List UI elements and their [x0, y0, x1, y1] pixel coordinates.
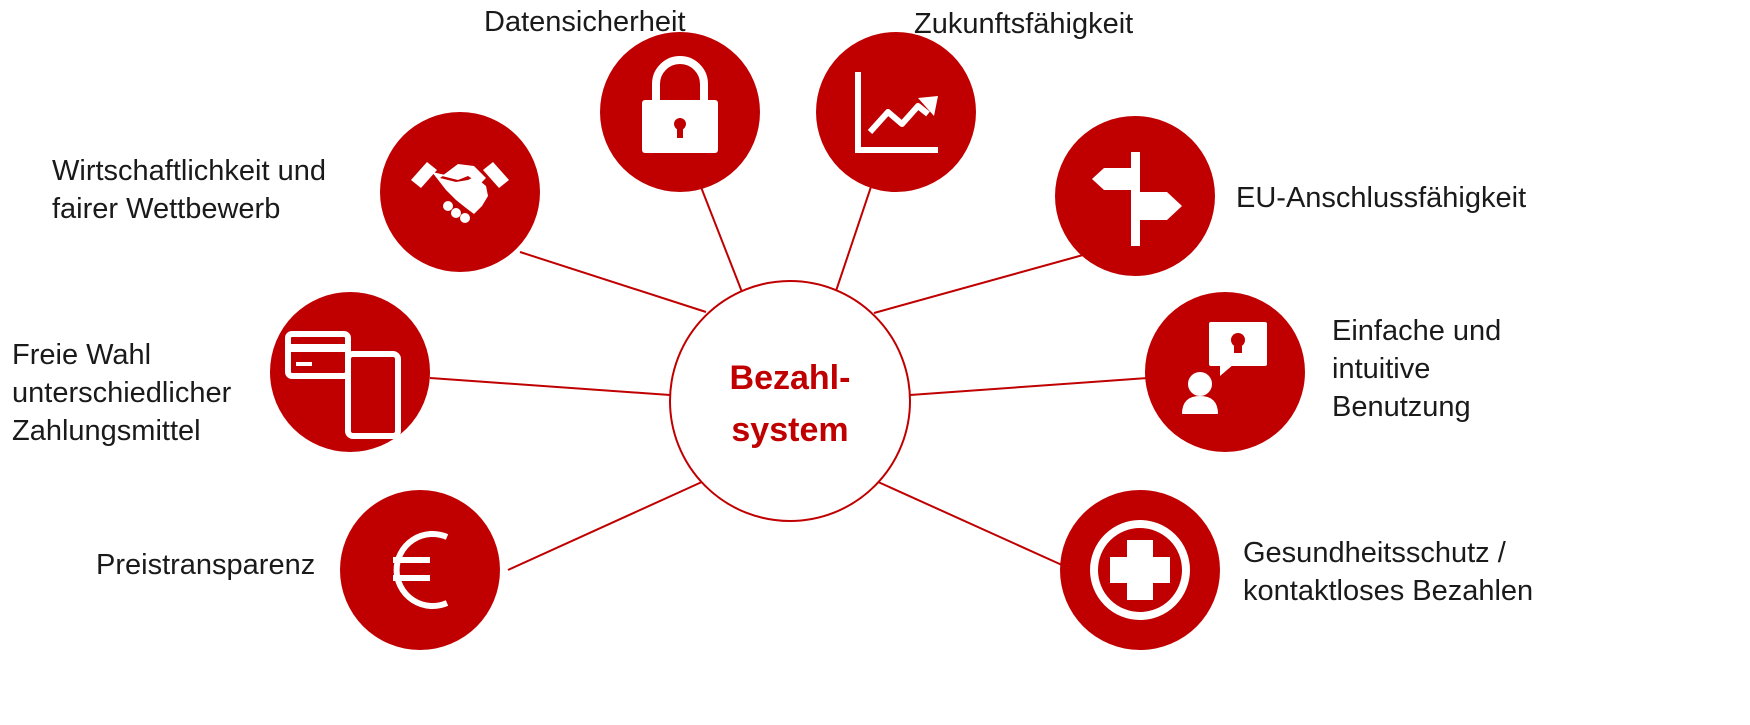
node-wahl	[270, 292, 430, 452]
medical-cross-icon	[1090, 520, 1190, 620]
node-zukunft	[816, 32, 976, 192]
label-wirtschaft: Wirtschaftlichkeit und fairer Wettbewerb	[52, 152, 326, 228]
label-line: Zahlungsmittel	[12, 415, 201, 447]
node-wirtschaft	[380, 112, 540, 272]
connector-einfach	[909, 377, 1149, 396]
presenter-idea-icon	[1182, 322, 1267, 414]
label-line: kontaktloses Bezahlen	[1243, 575, 1534, 607]
label-line: intuitive	[1332, 353, 1431, 385]
connector-eu	[873, 254, 1084, 314]
handshake-icon	[411, 162, 509, 223]
node-circle	[1145, 292, 1305, 452]
euro-icon	[393, 531, 449, 609]
connector-wahl	[429, 377, 671, 396]
label-gesundheit: Gesundheitsschutz / kontaktloses Bezahle…	[1243, 534, 1533, 610]
label-line: Wirtschaftlichkeit und	[52, 155, 326, 187]
label-line: Zukunftsfähigkeit	[914, 8, 1134, 40]
label-line: Freie Wahl	[12, 339, 152, 371]
center-label-line: Bezahl-	[729, 359, 851, 397]
label-wahl: Freie Wahl unterschiedlicher Zahlungsmit…	[12, 336, 231, 450]
node-circle	[340, 490, 500, 650]
label-line: Gesundheitsschutz /	[1243, 537, 1506, 569]
center-label: Bezahl- system	[670, 352, 910, 456]
node-preis	[340, 490, 500, 650]
lock-icon	[642, 56, 718, 153]
signpost-icon	[1092, 152, 1182, 246]
center-label-line: system	[731, 411, 849, 449]
connector-wirtschaft	[519, 251, 707, 313]
label-zukunft: Zukunftsfähigkeit	[914, 5, 1133, 43]
label-eu: EU-Anschlussfähigkeit	[1236, 179, 1526, 217]
node-einfach	[1145, 292, 1305, 452]
label-line: fairer Wettbewerb	[52, 193, 281, 225]
center-node	[669, 280, 911, 522]
connector-gesundheit	[875, 480, 1074, 571]
card-and-phone-icon	[285, 331, 401, 439]
label-line: Preistransparenz	[96, 549, 316, 581]
label-preis: Preistransparenz	[96, 546, 315, 584]
label-line: Einfache und	[1332, 315, 1502, 347]
label-einfach: Einfache und intuitive Benutzung	[1332, 312, 1501, 426]
node-circle	[816, 32, 976, 192]
node-gesundheit	[1060, 490, 1220, 650]
label-line: EU-Anschlussfähigkeit	[1236, 182, 1527, 214]
node-datensicherheit	[600, 32, 760, 192]
label-line: Datensicherheit	[484, 6, 686, 38]
connector-preis	[507, 480, 705, 571]
node-eu	[1055, 116, 1215, 276]
rising-chart-icon	[855, 72, 938, 153]
label-line: unterschiedlicher	[12, 377, 232, 409]
label-line: Benutzung	[1332, 391, 1471, 423]
label-datensicherheit: Datensicherheit	[484, 3, 686, 41]
